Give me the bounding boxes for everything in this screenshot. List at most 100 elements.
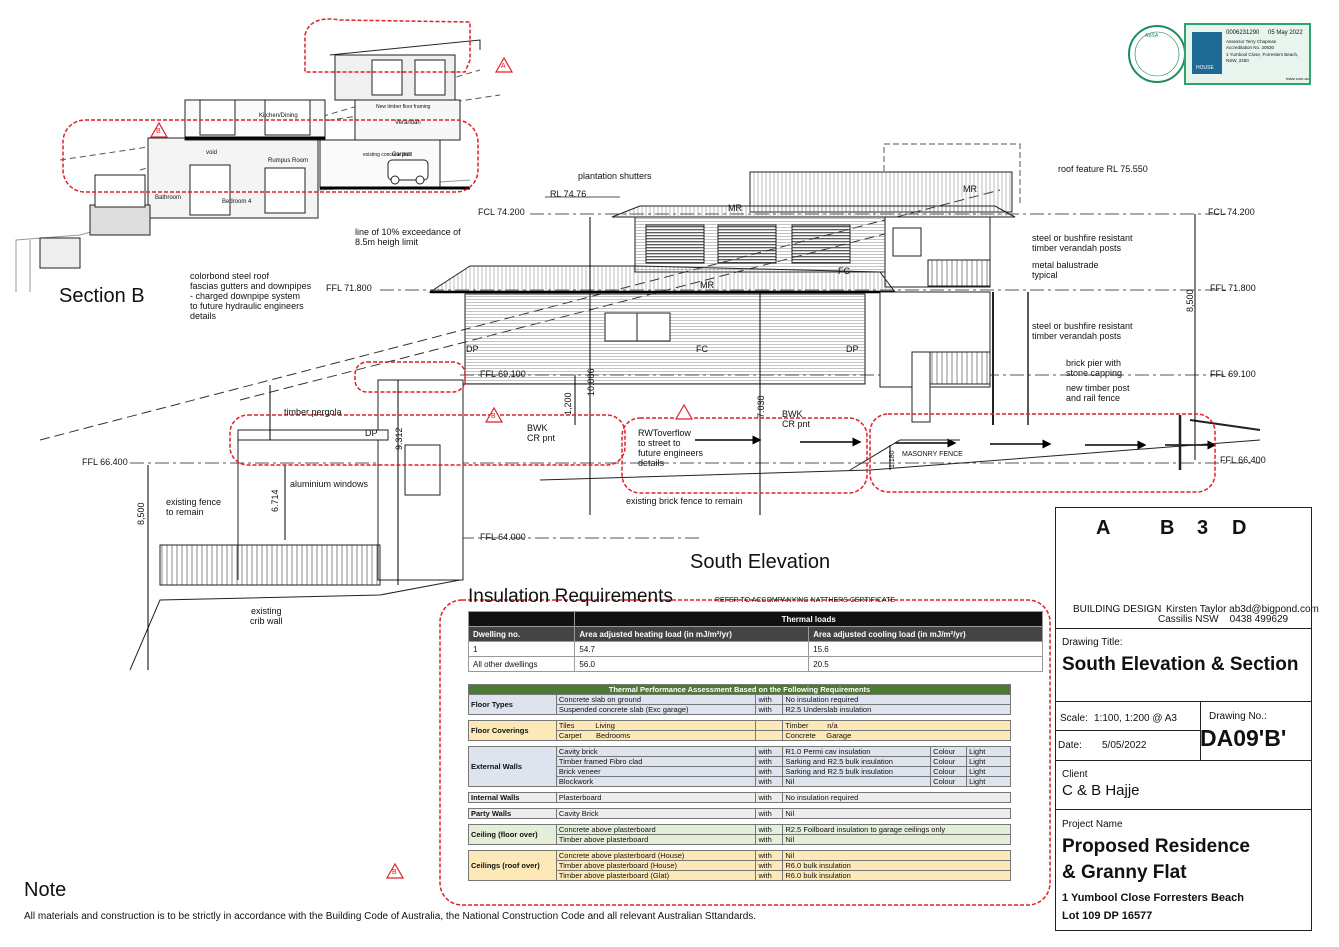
cell: Sarking and R2.5 bulk insulation [782,756,932,767]
cell [755,730,784,741]
table-row: Timber above plasterboard (Glat) with R6… [469,870,1011,881]
drawing-no-label: Drawing No.: [1209,711,1267,722]
tag-fc-1: FC [838,266,850,276]
cell: R6.0 bulk insulation [782,860,1011,871]
group-floor-types: Floor Types [468,694,557,715]
cell: R1.0 Permi cav insulation [782,746,932,757]
perf-title: Thermal Performance Assessment Based on … [468,684,1011,695]
cell: with [755,870,784,881]
level-ffl691-left: FFL 69.100 [480,369,526,379]
level-fcl-right: FCL 74.200 [1208,207,1255,217]
tag-dp-3: DP [365,428,378,438]
table-row: Timber above plasterboard (House) with R… [469,860,1011,871]
cert-house: HOUSE [1196,65,1214,71]
cell [755,720,784,731]
logo-letter-d: D [1232,517,1247,539]
bedroom-label: Bedroom 4 [222,199,252,205]
spacer [468,802,1011,809]
note-aluminium: aluminium windows [290,479,369,489]
cell-cooling: 15.6 [808,641,1043,657]
cell: Colour [930,746,968,757]
group-external-walls: External Walls [468,746,557,787]
spacer [468,844,1011,851]
cell: Timber n/a [782,720,1011,731]
cell: R6.0 bulk insulation [782,870,1011,881]
contact-line-1: Kirsten Taylor ab3d@bigpond.com [1166,604,1319,615]
thermal-empty-cell [467,611,576,627]
dim-7030: 7.030 [756,395,766,418]
titleblock-client: Client C & B Hajje [1055,760,1312,810]
cell: Brick veneer [555,766,757,777]
cert-badge: ABSA [1145,33,1159,39]
cell: Concrete Garage [782,730,1011,741]
dim-8500-left: 8,500 [136,502,146,525]
tag-bwk-2: BWK CR pnt [782,409,811,429]
drawing-no: DA09'B' [1200,725,1287,751]
cell: Blockwork [555,776,757,787]
table-row: External Walls Cavity brick with R1.0 Pe… [468,746,1011,787]
cell: Light [966,746,1011,757]
scale-label: Scale: [1060,713,1088,724]
note-plantation: plantation shutters [578,171,652,181]
tag-dp-1: DP [466,344,479,354]
cell: Concrete above plasterboard (House) [555,850,757,861]
table-row: Suspended concrete slab (Exc garage) wit… [469,704,1011,715]
cell: R2.5 Foilboard insulation to garage ceil… [782,824,1011,835]
tag-fc-2: FC [696,344,708,354]
drawing-title-label: Drawing Title: [1062,637,1123,648]
table-row: 1 54.7 15.6 [467,641,1043,657]
note-text: All materials and construction is to be … [24,911,757,922]
note-crib-wall: existing crib wall [250,606,283,626]
date-value: 5/05/2022 [1102,740,1147,751]
thermal-loads-header: Thermal loads [574,611,1043,627]
dim-1200: 1,200 [563,392,573,415]
spacer [468,786,1011,793]
slab-label: existing concrete slab [363,152,412,158]
south-elevation-title: South Elevation [690,551,831,573]
group-floor-coverings: Floor Coverings [468,720,557,741]
tag-mr-2: MR [963,184,977,194]
cell: with [755,694,784,705]
table-row: Ceilings (roof over) Concrete above plas… [468,850,1011,881]
level-ffl664-left: FFL 66.400 [82,457,128,467]
covering: Carpet [558,731,582,740]
room: Bedrooms [596,731,631,740]
cell: with [755,824,784,835]
level-ffl718-left: FFL 71.800 [326,283,372,293]
col-dwelling: Dwelling no. [467,626,576,642]
note-timber-post: new timber post and rail fence [1066,383,1130,403]
note-rwt: RWToverflow to street to future engineer… [638,428,704,468]
contact-line-2: Cassilis NSW 0438 499629 [1158,614,1289,625]
project-address: 1 Yumbool Close Forresters Beach [1062,892,1244,904]
table-row: Floor Coverings Tiles Living Timber n/a [468,720,1011,741]
rev-tag-b2: B [491,413,496,420]
level-fcl-left: FCL 74.200 [478,207,525,217]
cell: Light [966,776,1011,787]
level-ffl718-right: FFL 71.800 [1210,283,1256,293]
carport-label: Carport [392,152,413,158]
cell: R2.5 Underslab insulation [782,704,1011,715]
table-row: Timber framed Fibro clad with Sarking an… [469,756,1011,767]
cell: with [755,766,784,777]
level-roof-feature: roof feature RL 75.550 [1058,164,1148,174]
table-row: Timber above plasterboard with Nil [469,834,1011,845]
cell: Timber above plasterboard [555,834,757,845]
cell: Timber above plasterboard (House) [555,860,757,871]
revision-triangles [149,56,694,879]
note-line10: line of 10% exceedance of 8.5m heigh lim… [355,227,461,247]
table-row: Carpet Bedrooms Concrete Garage [469,730,1011,741]
col-cooling: Area adjusted cooling load (in mJ/m²/yr) [808,626,1043,642]
table-row: Floor Types Concrete slab on ground with… [468,694,1011,715]
cell: No insulation required [782,792,1011,803]
section-b-title: Section B [59,285,145,307]
cell: Concrete slab on ground [555,694,757,705]
group-ceiling-roof: Ceilings (roof over) [468,850,557,881]
certificate-stamp [1128,23,1311,85]
note-masonry: MASONRY FENCE [902,451,963,458]
spacer [468,714,1011,721]
verandah-label: Verandah [395,120,421,126]
covering: Concrete [785,731,816,740]
cell: Timber above plasterboard (Glat) [555,870,757,881]
kitchen-label: Kitchen/Dining [259,113,298,119]
